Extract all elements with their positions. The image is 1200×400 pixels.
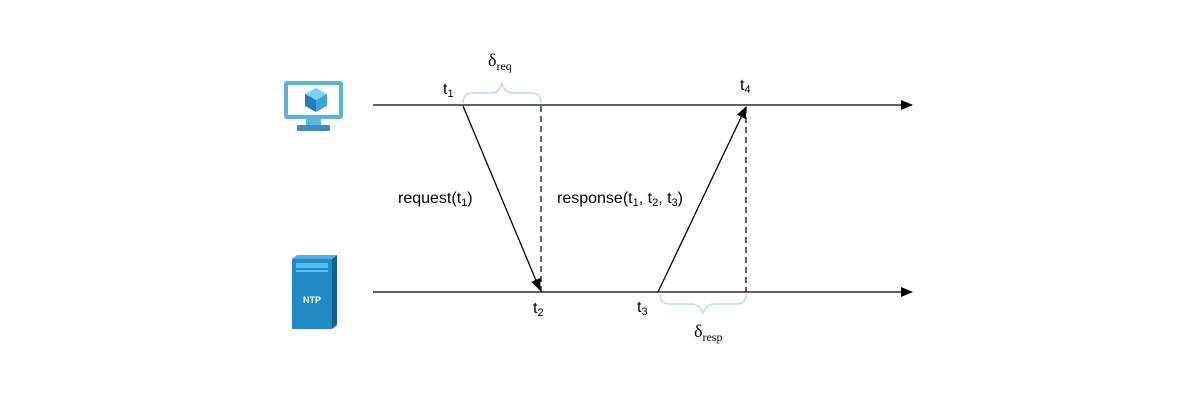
cube-icon	[305, 88, 327, 112]
request-delay-brace	[462, 81, 542, 104]
request-arrow	[462, 105, 541, 291]
vm-monitor-icon	[284, 81, 343, 131]
t1-label: t1	[443, 81, 454, 100]
request-delay-label: δreq	[488, 50, 512, 73]
t4-label: t4	[740, 77, 751, 96]
response-delay-label: δresp	[694, 321, 723, 344]
ntp-server-icon: NTP	[292, 255, 337, 329]
request-message-label: request(t1)	[398, 190, 473, 209]
ntp-server-label: NTP	[303, 295, 321, 305]
response-delay-brace	[659, 293, 747, 315]
response-message-label: response(t1, t2, t3)	[557, 190, 683, 209]
response-arrow	[657, 106, 747, 293]
t3-label: t3	[637, 299, 648, 318]
t2-label: t2	[533, 300, 544, 319]
